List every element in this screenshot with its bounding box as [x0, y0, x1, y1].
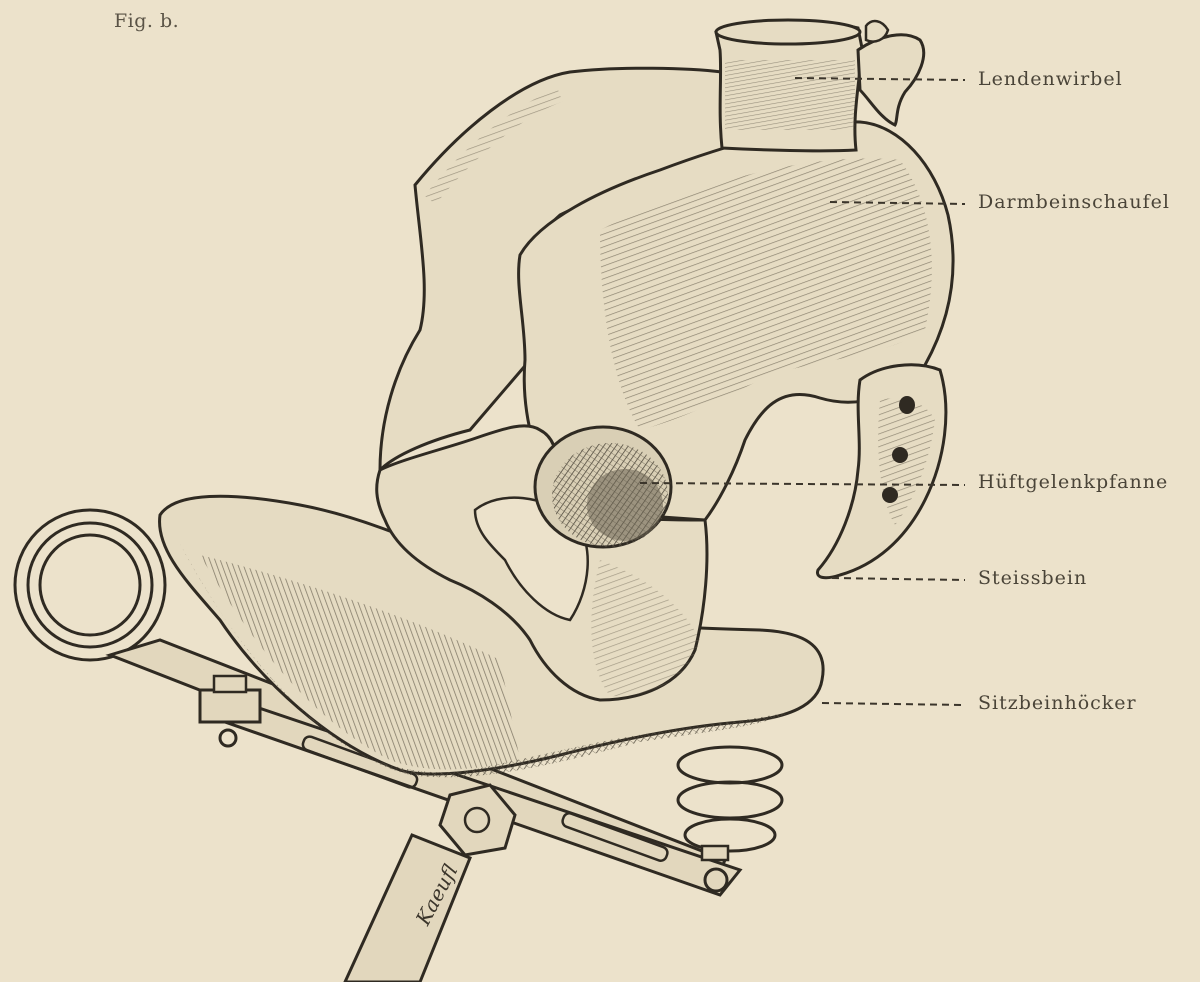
acetabulum: [535, 427, 671, 547]
label-lendenwirbel: Lendenwirbel: [978, 68, 1123, 90]
figure-label: Fig. b.: [114, 10, 179, 32]
front-coil-spring: [15, 510, 165, 660]
label-darmbeinschaufel: Darmbeinschaufel: [978, 191, 1170, 213]
label-sitzbeinhoecker: Sitzbeinhöcker: [978, 692, 1137, 714]
label-steissbein: Steissbein: [978, 567, 1087, 589]
label-hueftgelenkpfanne: Hüftgelenkpfanne: [978, 471, 1168, 493]
leader-line-sitzbeinhoecker: [822, 703, 965, 705]
seat-post: [345, 835, 470, 982]
rear-coil-spring: [678, 747, 782, 851]
leader-line-steissbein: [832, 578, 965, 580]
